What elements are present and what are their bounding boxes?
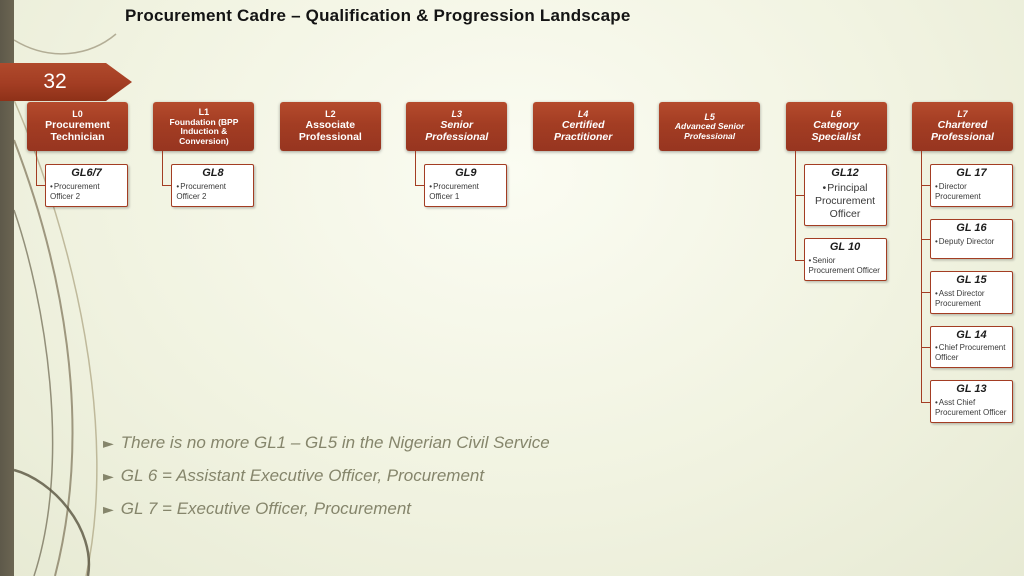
- note-text: GL 7 = Executive Officer, Procurement: [120, 499, 412, 518]
- gl-role: Director Procurement: [935, 182, 1008, 202]
- gl-role: Asst Chief Procurement Officer: [935, 398, 1008, 418]
- level-title: Procurement Technician: [45, 119, 110, 143]
- level-code: L3: [451, 109, 463, 120]
- note-text: GL 6 = Assistant Executive Officer, Proc…: [120, 466, 485, 485]
- gl-role: Principal Procurement Officer: [809, 182, 882, 221]
- gl-box: GL 13 Asst Chief Procurement Officer: [920, 380, 1013, 423]
- arrow-bullet-icon: ►: [103, 436, 114, 452]
- gl-grade: GL 15: [956, 273, 987, 286]
- connector-line: [36, 151, 37, 186]
- note-line: ► GL 6 = Assistant Executive Officer, Pro…: [103, 466, 550, 486]
- gl-role: Senior Procurement Officer: [809, 256, 882, 276]
- gl-grade: GL12: [831, 167, 859, 179]
- level-code: L2: [325, 109, 336, 120]
- gl-stack: GL9Procurement Officer 1: [415, 151, 508, 207]
- gl-box: GL 15 Asst Director Procurement: [920, 270, 1013, 314]
- gl-grade: GL9: [455, 167, 477, 179]
- gl-role: Procurement Officer 2: [50, 182, 123, 202]
- level-code: L7: [957, 109, 968, 120]
- level-code: L6: [830, 109, 842, 120]
- gl-role: Deputy Director: [935, 237, 1008, 247]
- gl-box: GL 10 Senior Procurement Officer: [794, 238, 887, 281]
- level-code: L5: [704, 111, 715, 122]
- gl-grade: GL 17: [956, 167, 987, 179]
- level-title: Certified Practitioner: [554, 119, 613, 143]
- gl-stack: GL6/7Procurement Officer 2: [36, 151, 128, 207]
- note-line: ► GL 7 = Executive Officer, Procurement: [103, 499, 550, 519]
- connector-line: [794, 151, 796, 260]
- page-number: 32: [43, 70, 67, 93]
- level-title: Senior Professional: [425, 119, 489, 143]
- level-title: Foundation (BPP Induction & Conversion): [169, 116, 239, 146]
- level-title: Associate Professional: [298, 119, 362, 143]
- level-title: Chartered Professional: [930, 119, 994, 143]
- page-number-flag: 32: [0, 63, 132, 101]
- level-code: L0: [72, 109, 83, 120]
- level-code: L1: [198, 106, 210, 117]
- gl-stack: GL 17 Director Procurement GL 16 Deputy Dir…: [920, 151, 1013, 423]
- connector-line: [920, 151, 922, 402]
- gl-grade: GL 14: [956, 328, 987, 341]
- level-code: L4: [577, 109, 589, 120]
- gl-box: GL 17 Director Procurement: [920, 164, 1013, 207]
- gl-role: Procurement Officer 1: [429, 182, 502, 202]
- level-title: Advanced Senior Professional: [674, 121, 745, 141]
- gl-box: GL 14 Chief Procurement Officer: [920, 325, 1013, 369]
- gl-box: GL6/7Procurement Officer 2: [36, 164, 128, 207]
- note-text: There is no more GL1 – GL5 in the Nigeri…: [120, 433, 550, 452]
- gl-grade: GL6/7: [71, 167, 102, 179]
- note-line: ► There is no more GL1 – GL5 in the Niger…: [103, 433, 550, 453]
- arrow-bullet-icon: ►: [103, 502, 114, 518]
- notes-list: ► There is no more GL1 – GL5 in the Niger…: [103, 433, 550, 519]
- gl-box: GL 16 Deputy Director: [920, 218, 1013, 259]
- connector-line: [162, 151, 164, 186]
- arrow-bullet-icon: ►: [103, 469, 114, 485]
- gl-grade: GL8: [202, 167, 224, 179]
- connector-line: [415, 151, 417, 186]
- gl-box: GL12Principal Procurement Officer: [794, 164, 887, 227]
- left-accent-bar: [0, 0, 14, 576]
- level-title: Category Specialist: [811, 119, 861, 143]
- gl-grade: GL 16: [956, 221, 987, 234]
- gl-role: Asst Director Procurement: [935, 289, 1008, 309]
- gl-grade: GL 10: [829, 241, 861, 254]
- gl-stack: GL8Procurement Officer 2: [162, 151, 255, 207]
- page-title: Procurement Cadre – Qualification & Prog…: [125, 6, 631, 25]
- gl-role: Procurement Officer 2: [176, 182, 249, 202]
- gl-stack: GL12Principal Procurement Officer GL 10 Se…: [794, 151, 887, 281]
- gl-box: GL9Procurement Officer 1: [415, 164, 508, 207]
- gl-grade: GL 13: [956, 383, 987, 396]
- gl-box: GL8Procurement Officer 2: [162, 164, 255, 207]
- gl-role: Chief Procurement Officer: [935, 343, 1008, 363]
